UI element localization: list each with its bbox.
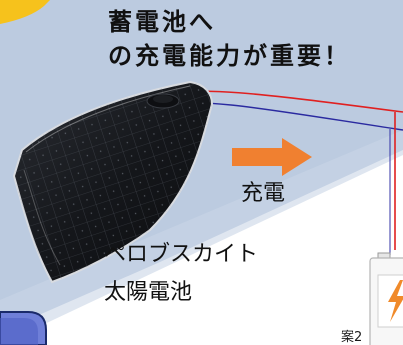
yellow-accent-shape bbox=[0, 0, 50, 24]
lightning-bolt-icon bbox=[388, 280, 403, 322]
charge-label: 充電 bbox=[241, 181, 286, 206]
battery bbox=[369, 252, 403, 345]
solar-panel bbox=[12, 80, 214, 284]
headline-line1: 蓄電池へ bbox=[108, 8, 216, 36]
case-label: 案2 bbox=[341, 330, 363, 345]
background-band-lower bbox=[0, 130, 403, 345]
bottom-left-badge bbox=[0, 311, 47, 345]
junction-box bbox=[146, 93, 180, 109]
solar-label-line2: 太陽電池 bbox=[104, 280, 193, 305]
headline-line2: の充電能力が重要！ bbox=[108, 42, 351, 70]
charge-arrow bbox=[232, 138, 312, 176]
solar-label-line1: ペロブスカイト bbox=[104, 242, 259, 267]
